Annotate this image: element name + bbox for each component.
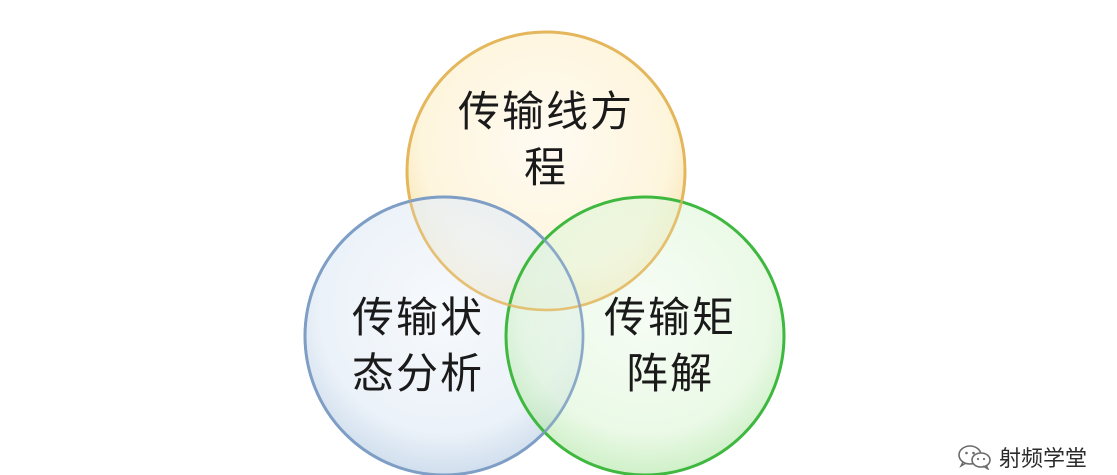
- label-left: 传输状 态分析: [318, 290, 518, 402]
- label-right-line-2: 阵解: [625, 349, 714, 398]
- circle-right: [504, 195, 786, 475]
- watermark-text: 射频学堂: [998, 447, 1087, 472]
- label-right: 传输矩 阵解: [570, 290, 770, 402]
- label-top-line-2: 程: [523, 143, 568, 192]
- wechat-icon: [958, 445, 991, 470]
- label-left-line-2: 态分析: [351, 349, 484, 398]
- circle-left-outline: [303, 195, 585, 475]
- label-left-line-1: 传输状: [351, 293, 484, 342]
- label-right-line-1: 传输矩: [603, 293, 736, 342]
- label-top-line-1: 传输线方: [457, 87, 634, 136]
- watermark: 射频学堂: [957, 443, 1087, 472]
- circle-top-outline: [405, 30, 687, 312]
- label-top: 传输线方 程: [420, 84, 672, 196]
